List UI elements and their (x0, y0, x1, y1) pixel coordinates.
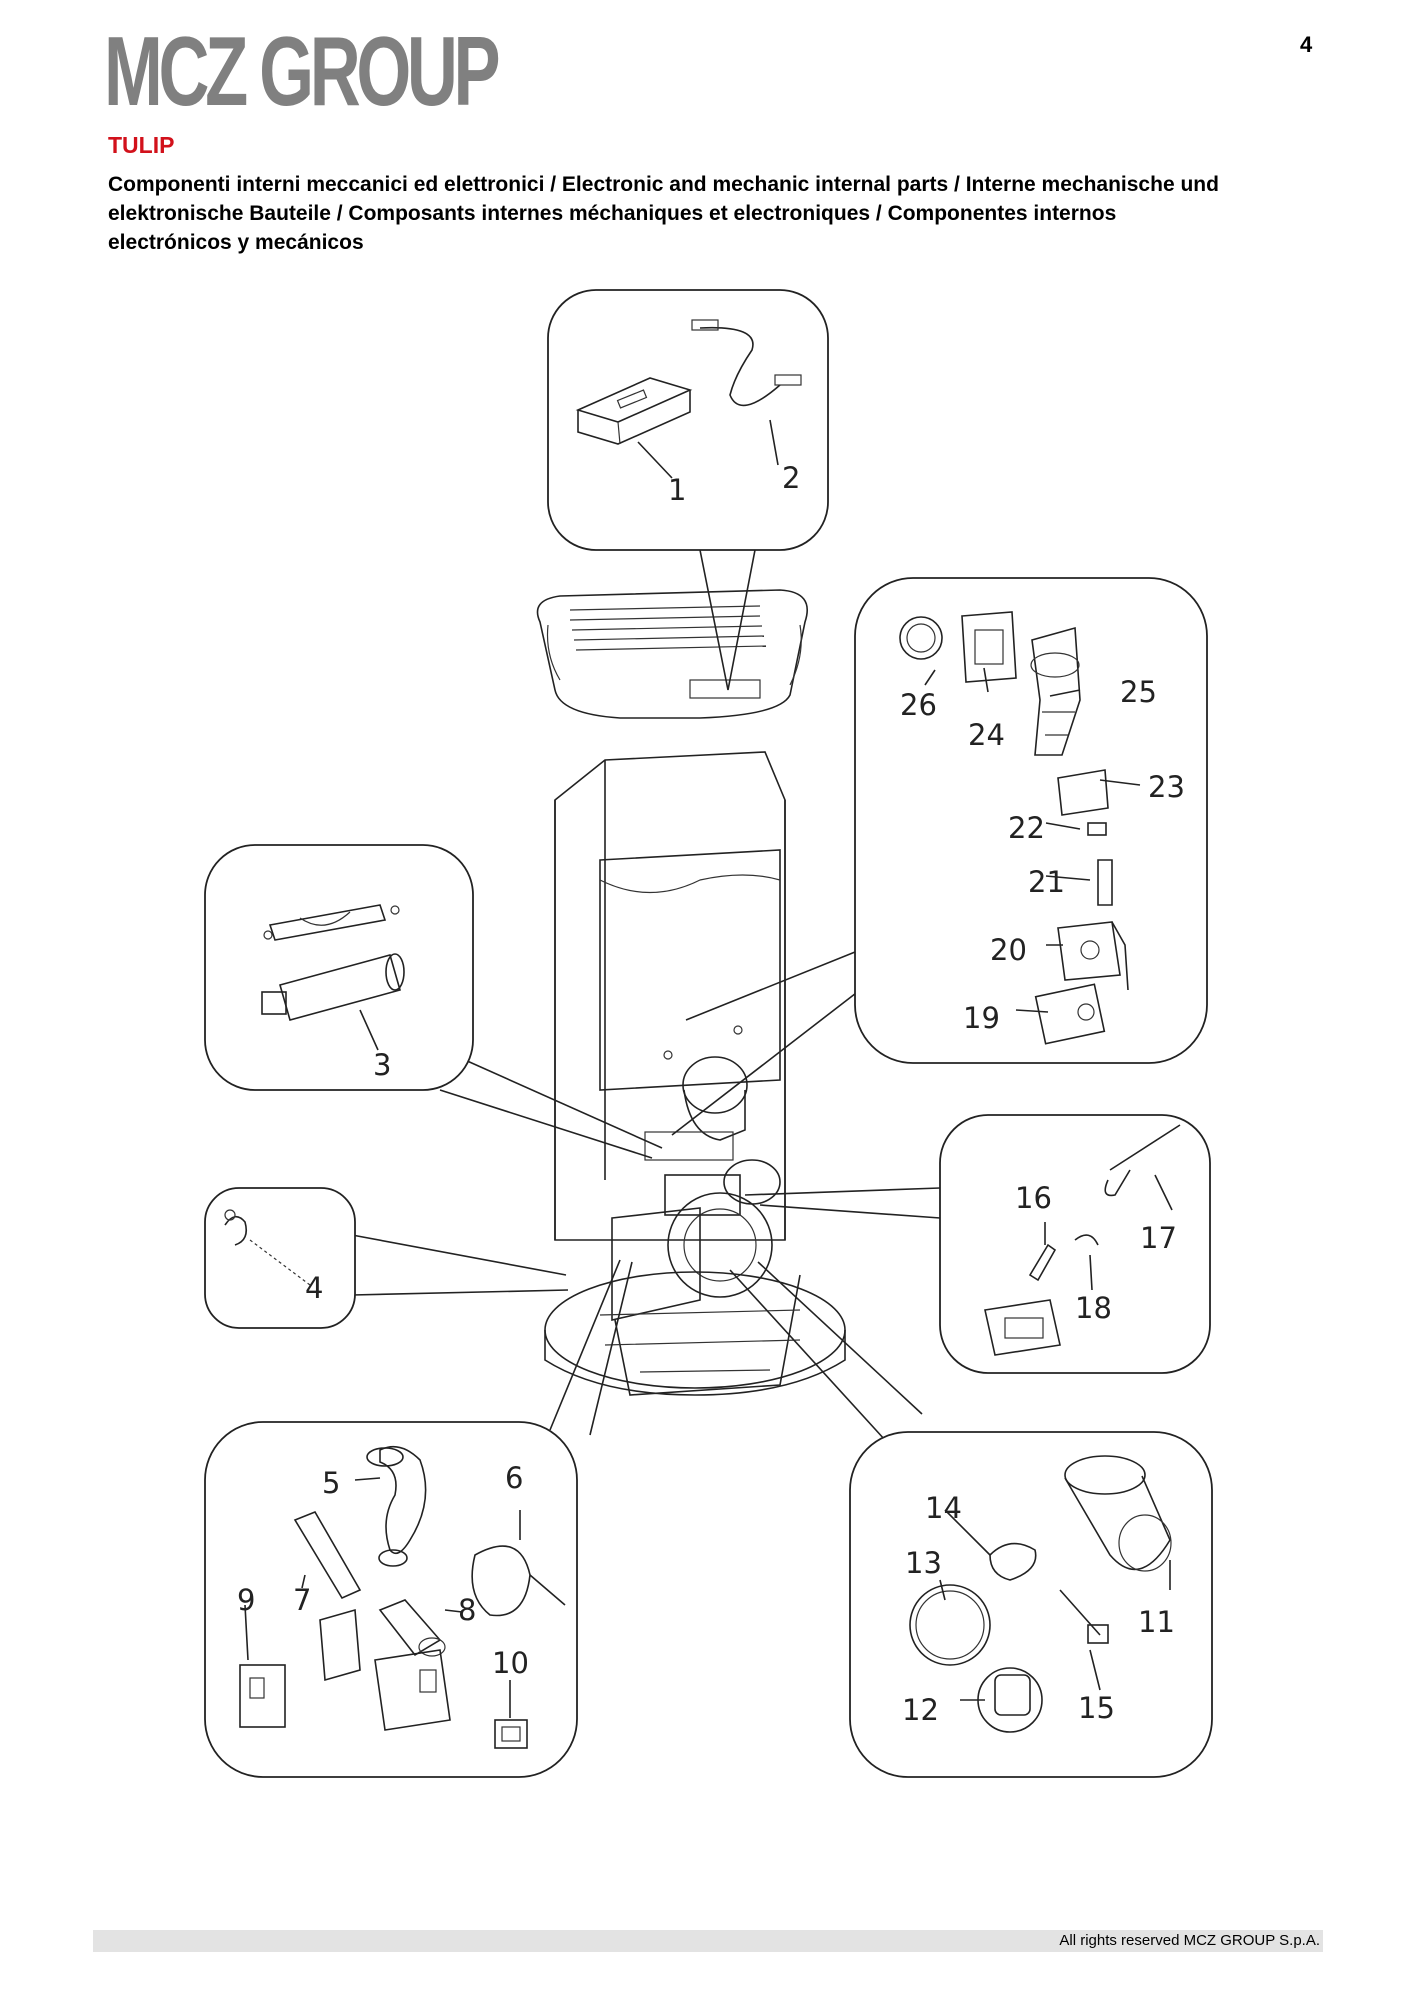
callout-2: 2 (782, 461, 800, 495)
callout-5: 5 (322, 1466, 340, 1500)
callout-6: 6 (505, 1461, 523, 1495)
page-subtitle: Componenti interni meccanici ed elettron… (108, 173, 1219, 254)
callout-26: 26 (900, 688, 937, 722)
board-part (239, 1664, 286, 1728)
pressure-switch-part (989, 1542, 1037, 1581)
callout-13: 13 (905, 1546, 942, 1580)
stove-body (536, 589, 846, 1396)
page-number: 4 (1300, 32, 1313, 57)
callout-14: 14 (925, 1491, 962, 1525)
footer-bar (93, 1930, 1323, 1952)
cable-part (471, 1545, 531, 1617)
callout-labels: 1 2 3 4 5 6 7 8 9 10 11 12 13 14 15 16 1… (237, 461, 1185, 1727)
gasket-ring-part (899, 616, 943, 660)
flat-cable-part (691, 319, 802, 407)
callout-3: 3 (373, 1048, 391, 1082)
motor-bracket-part (1057, 769, 1109, 816)
auger-cylinder-part (1030, 626, 1081, 756)
clip-part (224, 1209, 248, 1246)
footer-copyright: All rights reserved MCZ GROUP S.p.A. (1059, 1932, 1320, 1949)
callout-23: 23 (1148, 770, 1185, 804)
callout-22: 22 (1008, 811, 1045, 845)
intake-pipe-part (378, 1549, 446, 1657)
bubble-ignition-resistor (204, 844, 474, 1091)
bubble-smoke-extractor (849, 1431, 1213, 1778)
auger-shaft-part (1097, 859, 1113, 906)
control-board-part (575, 377, 693, 445)
callout-8: 8 (458, 1593, 476, 1627)
callout-1: 1 (668, 473, 686, 507)
ignition-resistor-part (261, 953, 405, 1021)
switch-part (494, 1719, 528, 1749)
clip-spring-part (1074, 1234, 1099, 1246)
bushing-part (1087, 822, 1107, 836)
leader-lines (351, 549, 941, 1441)
callout-9: 9 (237, 1583, 255, 1617)
callout-7: 7 (293, 1583, 311, 1617)
thermostat-part (1028, 1243, 1057, 1282)
callout-20: 20 (990, 933, 1027, 967)
probe-housing-part (984, 1299, 1061, 1356)
callout-19: 19 (963, 1001, 1000, 1035)
callout-11: 11 (1138, 1605, 1175, 1639)
brand-logo: MCZ GROUP (104, 16, 501, 126)
callout-25: 25 (1120, 675, 1157, 709)
gear-motor-part (1034, 983, 1106, 1045)
callout-24: 24 (968, 718, 1005, 752)
callout-18: 18 (1075, 1291, 1112, 1325)
support-plate-part (1057, 921, 1129, 991)
callout-15: 15 (1078, 1691, 1115, 1725)
bubble-clip (204, 1187, 356, 1329)
callout-10: 10 (492, 1646, 529, 1680)
bubble-control-panel (547, 289, 829, 551)
resistor-bracket-part (263, 904, 400, 941)
bracket-plate-part (319, 1608, 451, 1731)
gasket-part (909, 1584, 991, 1666)
brush-part (1059, 1589, 1109, 1644)
bubble-air-intake (204, 1421, 578, 1778)
top-grille-slots (569, 605, 767, 651)
callout-21: 21 (1028, 865, 1065, 899)
callout-12: 12 (902, 1693, 939, 1727)
bubble-temperature-probes (939, 1114, 1211, 1374)
callout-17: 17 (1140, 1221, 1177, 1255)
probe-part (1104, 1124, 1181, 1197)
callout-4: 4 (305, 1271, 323, 1305)
extractor-part (1064, 1455, 1172, 1572)
callout-16: 16 (1015, 1181, 1052, 1215)
gasket-plate-part (961, 611, 1017, 683)
model-title: TULIP (108, 132, 175, 158)
air-tube-part (293, 1510, 362, 1600)
bubble-auger-motor (854, 577, 1208, 1064)
